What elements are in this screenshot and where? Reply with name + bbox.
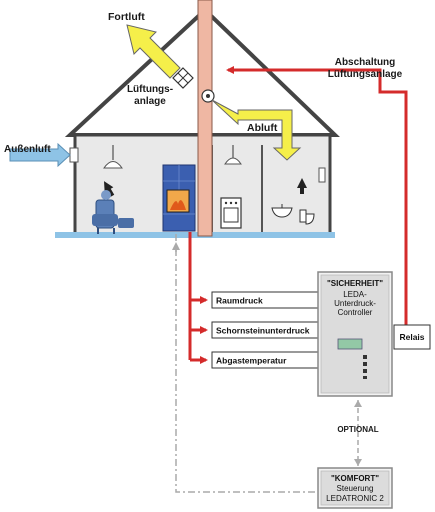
komfort-title: "KOMFORT" [331,474,379,483]
sensor-box-abgastemperatur: Abgastemperatur [211,351,319,369]
armchair-icon [92,190,134,234]
relais-label: Relais [399,332,424,342]
ceiling-lamp-icon [103,145,123,169]
airflow-arrow-icon [297,178,307,194]
abschaltung-label-line2: Lüftungsanlage [328,69,403,80]
sensor-label: Abgastemperatur [216,356,287,366]
abluft-arrow [211,99,302,161]
fortluft-arrow [126,24,181,79]
abschaltung-signal-line [226,66,408,337]
controller-button [363,376,367,379]
oven-icon [220,197,242,229]
kitchen-lamp-icon [224,145,242,165]
relais-box: Relais [393,324,431,350]
lueftungsanlage-label-line1: Lüftungs- [127,84,173,95]
optional-connection-line [175,234,316,493]
controller-line1: LEDA- [343,290,367,299]
small-window-icon [318,167,326,183]
sensor-box-schornsteinunterdruck: Schornsteinunterdruck [211,321,319,339]
controller-title: "SICHERHEIT" [327,279,383,288]
controller-line3: Controller [338,308,373,317]
lueftungsanlage-label-line2: anlage [134,96,166,107]
abluft-label: Abluft [247,122,278,134]
leda-controller-device: "SICHERHEIT" LEDA- Unterdruck- Controlle… [317,271,393,397]
abschaltung-label-line1: Abschaltung [335,57,396,68]
controller-button [363,355,367,359]
sensor-label: Raumdruck [216,296,263,306]
fireplace-stove [162,164,196,232]
fan-icon [201,89,215,103]
controller-button [363,362,367,366]
komfort-line1: Steuerung [337,484,374,493]
controller-display [337,338,363,350]
sensor-box-raumdruck: Raumdruck [211,291,319,309]
komfort-line2: LEDATRONIC 2 [326,494,384,503]
komfort-device: "KOMFORT" Steuerung LEDATRONIC 2 [317,467,393,509]
controller-line2: Unterdruck- [334,299,376,308]
airflow-arrow-icon [104,181,115,197]
controller-button [363,369,367,373]
optional-label: OPTIONAL [337,425,378,434]
aussenluft-arrow [9,142,71,168]
ventilation-unit-icon [172,67,194,89]
chimney [197,0,213,237]
sink-icon [271,204,293,218]
fortluft-label: Fortluft [108,11,145,23]
sensor-label: Schornsteinunterdruck [216,326,310,336]
aussenluft-label: Außenluft [4,144,51,155]
toilet-icon [299,209,315,225]
